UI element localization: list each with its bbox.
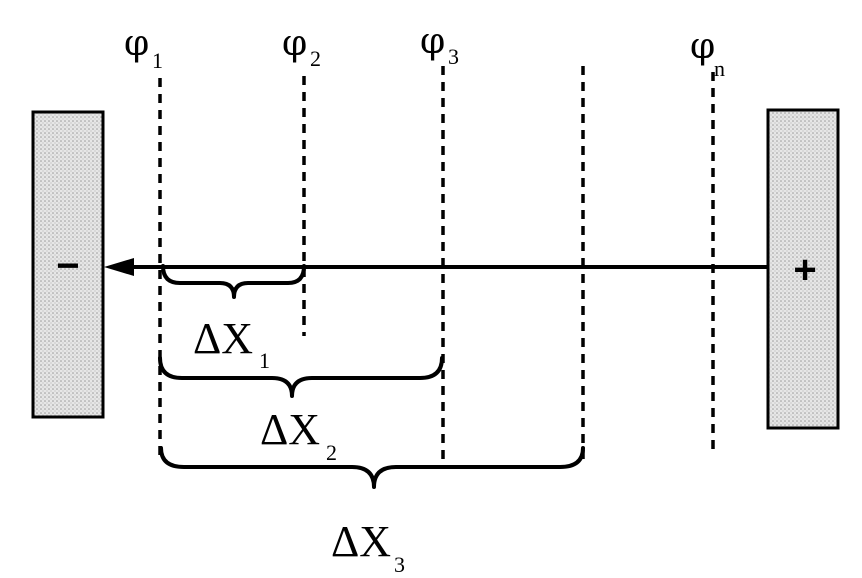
arrow-head-icon	[104, 258, 134, 276]
field-line	[104, 258, 768, 276]
svg-text:2: 2	[326, 440, 337, 465]
brace-dx3	[159, 446, 585, 489]
brace-dx2	[158, 356, 444, 398]
svg-text:1: 1	[152, 48, 163, 73]
svg-text:φ: φ	[124, 23, 149, 64]
potential-label-1: φ 1	[124, 23, 163, 73]
positive-sign: +	[793, 248, 816, 292]
svg-text:3: 3	[394, 552, 405, 577]
svg-text:ΔX: ΔX	[260, 405, 320, 454]
negative-electrode: −	[31, 110, 105, 419]
potential-label-n: φ n	[690, 26, 725, 81]
svg-text:φ: φ	[282, 23, 307, 64]
svg-text:ΔX: ΔX	[331, 517, 391, 566]
svg-text:φ: φ	[690, 26, 715, 67]
distance-label-1: ΔX 1	[193, 314, 270, 373]
svg-text:n: n	[714, 56, 725, 81]
distance-label-3: ΔX 3	[331, 517, 405, 577]
potential-label-3: φ 3	[420, 21, 459, 69]
negative-sign: −	[56, 244, 79, 288]
distance-label-2: ΔX 2	[260, 405, 337, 465]
svg-text:2: 2	[310, 46, 321, 71]
potential-label-2: φ 2	[282, 23, 321, 71]
brace-dx1	[161, 264, 306, 299]
svg-text:ΔX: ΔX	[193, 314, 253, 363]
svg-text:3: 3	[448, 44, 459, 69]
svg-text:φ: φ	[420, 21, 445, 62]
svg-text:1: 1	[259, 348, 270, 373]
equipotential-lines	[158, 66, 715, 466]
positive-electrode: +	[766, 108, 840, 430]
